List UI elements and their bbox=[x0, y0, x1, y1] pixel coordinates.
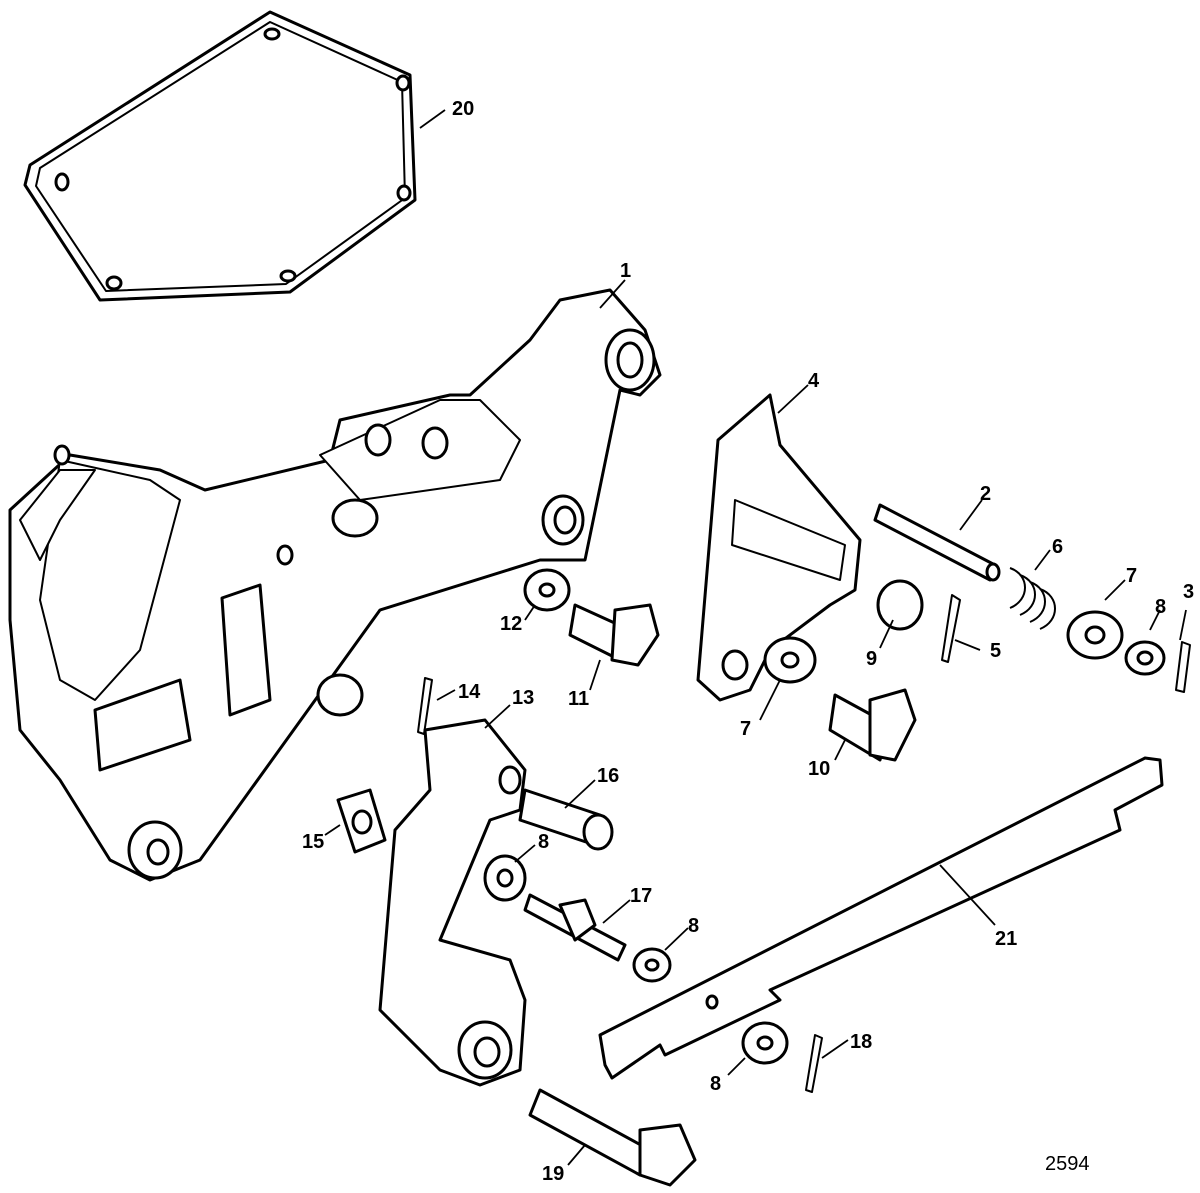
callout-8-bottom: 8 bbox=[710, 1073, 721, 1095]
callout-21: 21 bbox=[995, 928, 1017, 950]
part-12-washer bbox=[523, 568, 571, 612]
callout-labels: 20 1 4 2 6 7 8 3 12 11 9 5 7 10 14 13 16… bbox=[302, 98, 1194, 1185]
part-2-pin bbox=[873, 503, 1001, 582]
part-9-cap bbox=[876, 579, 924, 631]
callout-3: 3 bbox=[1183, 581, 1194, 603]
callout-16: 16 bbox=[597, 765, 619, 787]
part-15-nut-plate bbox=[336, 788, 387, 854]
part-8-washer-upper bbox=[1124, 640, 1166, 676]
part-16-pin bbox=[518, 788, 614, 851]
callout-19: 19 bbox=[542, 1163, 564, 1185]
part-10-bolt bbox=[828, 688, 917, 762]
callout-12: 12 bbox=[500, 613, 522, 635]
callout-14: 14 bbox=[458, 681, 481, 703]
callout-9: 9 bbox=[866, 648, 877, 670]
part-7-washer-lower bbox=[763, 636, 817, 684]
part-18-cotter-pin bbox=[805, 1034, 823, 1093]
callout-18: 18 bbox=[850, 1031, 872, 1053]
part-14-cotter-pin bbox=[417, 677, 433, 735]
part-19-bolt bbox=[528, 1088, 697, 1187]
callout-7-upper: 7 bbox=[1126, 565, 1137, 587]
part-20-gasket-plate bbox=[23, 10, 417, 302]
callout-8-middle: 8 bbox=[538, 831, 549, 853]
part-1-bracket bbox=[8, 288, 662, 882]
part-8-washer-bottom bbox=[741, 1021, 789, 1065]
callout-1: 1 bbox=[620, 260, 631, 282]
part-5-cotter-pin bbox=[941, 594, 961, 663]
part-8-washer-lower-right bbox=[632, 947, 672, 983]
callout-13: 13 bbox=[512, 687, 534, 709]
callout-15: 15 bbox=[302, 831, 324, 853]
part-4-lever bbox=[696, 393, 862, 702]
callout-8-upper: 8 bbox=[1155, 596, 1166, 618]
part-11-bolt bbox=[568, 603, 660, 667]
callout-17: 17 bbox=[630, 885, 652, 907]
callout-8-lower-right: 8 bbox=[688, 915, 699, 937]
part-21-link-rod bbox=[598, 756, 1164, 1080]
part-8-washer-middle bbox=[483, 854, 527, 902]
part-6-spring bbox=[1009, 567, 1056, 630]
callout-11: 11 bbox=[568, 688, 589, 710]
part-17-stud bbox=[523, 893, 627, 962]
callout-20: 20 bbox=[452, 98, 474, 120]
leader-lines bbox=[324, 109, 1187, 1166]
diagram-id-label: 2594 bbox=[1045, 1153, 1090, 1175]
callout-4: 4 bbox=[808, 370, 820, 392]
part-13-arm bbox=[378, 718, 527, 1087]
callout-5: 5 bbox=[990, 640, 1001, 662]
callout-6: 6 bbox=[1052, 536, 1063, 558]
part-7-washer-upper bbox=[1066, 610, 1124, 660]
callout-10: 10 bbox=[808, 758, 830, 780]
callout-7-lower: 7 bbox=[740, 718, 751, 740]
callout-2: 2 bbox=[980, 483, 991, 505]
part-3-cotter-pin bbox=[1175, 641, 1191, 693]
